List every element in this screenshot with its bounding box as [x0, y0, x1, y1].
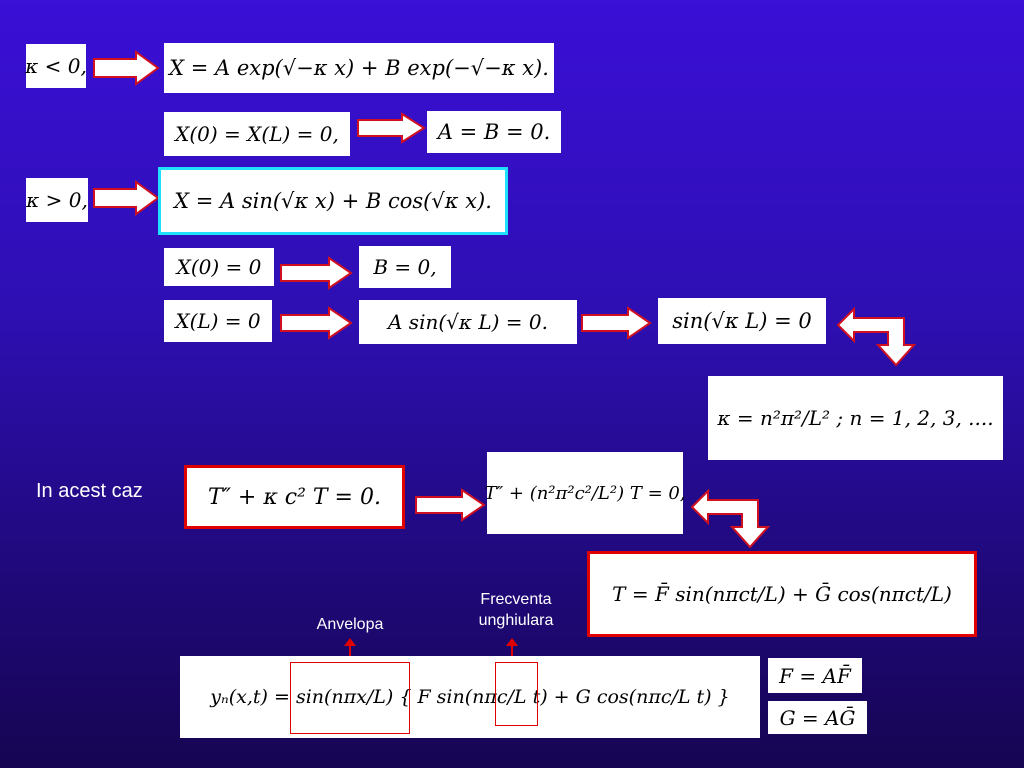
- final-solution: yₙ(x,t) = sin(nπx/L) { F sin(nπc/L t) + …: [180, 656, 760, 738]
- a-sin-equation: A sin(√κ L) = 0.: [359, 300, 577, 344]
- arrow-right-icon: [279, 306, 353, 340]
- envelope-annotation: Anvelopa: [316, 616, 384, 633]
- t-general-solution: T = F̄ sin(nπct/L) + Ḡ cos(nπct/L): [587, 551, 977, 637]
- arrow-right-icon: [92, 180, 160, 216]
- boundary-conditions-both: X(0) = X(L) = 0,: [164, 112, 350, 156]
- envelope-highlight: [290, 662, 410, 734]
- arrow-right-icon: [414, 488, 486, 522]
- b-zero-result: B = 0,: [359, 246, 451, 288]
- g-definition: G = AḠ: [768, 701, 867, 734]
- boundary-condition-L: X(L) = 0: [164, 300, 272, 342]
- f-definition: F = AF̄: [768, 658, 862, 693]
- turn-down-arrow-icon: [836, 305, 916, 367]
- sin-condition: sin(√κ L) = 0: [658, 298, 826, 344]
- t-equation-substituted: T″ + (n²π²c²/L²) T = 0,: [484, 452, 686, 534]
- arrow-right-icon: [279, 256, 353, 290]
- kappa-positive-condition: κ > 0,: [26, 178, 88, 222]
- boundary-condition-zero: X(0) = 0: [164, 248, 274, 286]
- frequency-pointer: [506, 638, 518, 662]
- case-label: In acest caz: [36, 480, 143, 502]
- trivial-result: A = B = 0.: [427, 111, 561, 153]
- arrow-right-icon: [356, 112, 426, 144]
- turn-down-arrow-icon: [690, 487, 770, 549]
- angular-frequency-annotation: Frecventa unghiulara: [478, 591, 554, 629]
- arrow-right-icon: [580, 306, 652, 340]
- envelope-pointer: [344, 638, 356, 662]
- solution-positive-kappa: X = A sin(√κ x) + B cos(√κ x).: [158, 167, 508, 235]
- frequency-highlight: [495, 662, 538, 726]
- kappa-negative-condition: κ < 0,: [25, 44, 87, 88]
- solution-negative-kappa: X = A exp(√−κ x) + B exp(−√−κ x).: [164, 43, 554, 93]
- eigenvalue-kappa: κ = n²π²/L² ; n = 1, 2, 3, ....: [708, 376, 1003, 460]
- arrow-right-icon: [92, 50, 160, 86]
- t-differential-equation: T″ + κ c² T = 0.: [184, 465, 405, 529]
